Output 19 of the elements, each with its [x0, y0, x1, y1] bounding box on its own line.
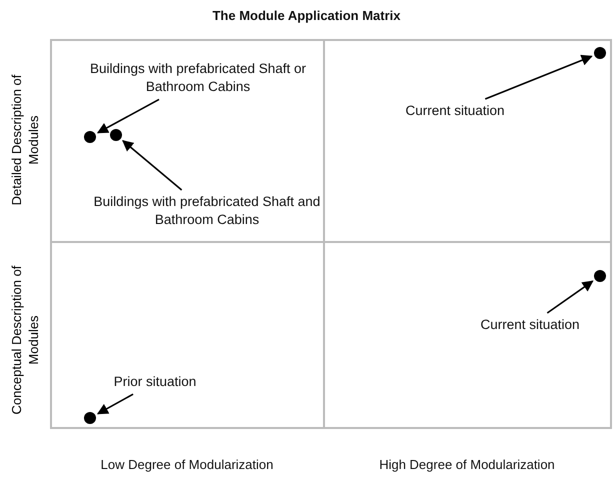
arrow [484, 54, 593, 100]
annotation-text: Buildings with prefabricated Shaft and Bathroom Cabins [72, 193, 342, 230]
data-point [84, 412, 96, 424]
data-point [594, 47, 606, 59]
axis-label: Low Degree of Modularization [100, 456, 274, 474]
annotation-text: Current situation [465, 316, 595, 334]
annotation-text: Current situation [380, 102, 530, 120]
axis-label: Detailed Description of Modules [9, 74, 42, 208]
arrow [546, 280, 594, 314]
axis-label: High Degree of Modularization [378, 456, 556, 474]
data-point [110, 129, 122, 141]
data-point [84, 131, 96, 143]
arrow [96, 98, 160, 134]
data-point [594, 270, 606, 282]
chart-title: The Module Application Matrix [211, 7, 402, 25]
axis-label: Conceptual Description of Modules [9, 264, 42, 416]
annotation-text: Prior situation [90, 373, 220, 392]
arrow [96, 394, 134, 414]
annotation-text: Buildings with prefabricated Shaft or Bathroom Cabins [88, 60, 308, 96]
